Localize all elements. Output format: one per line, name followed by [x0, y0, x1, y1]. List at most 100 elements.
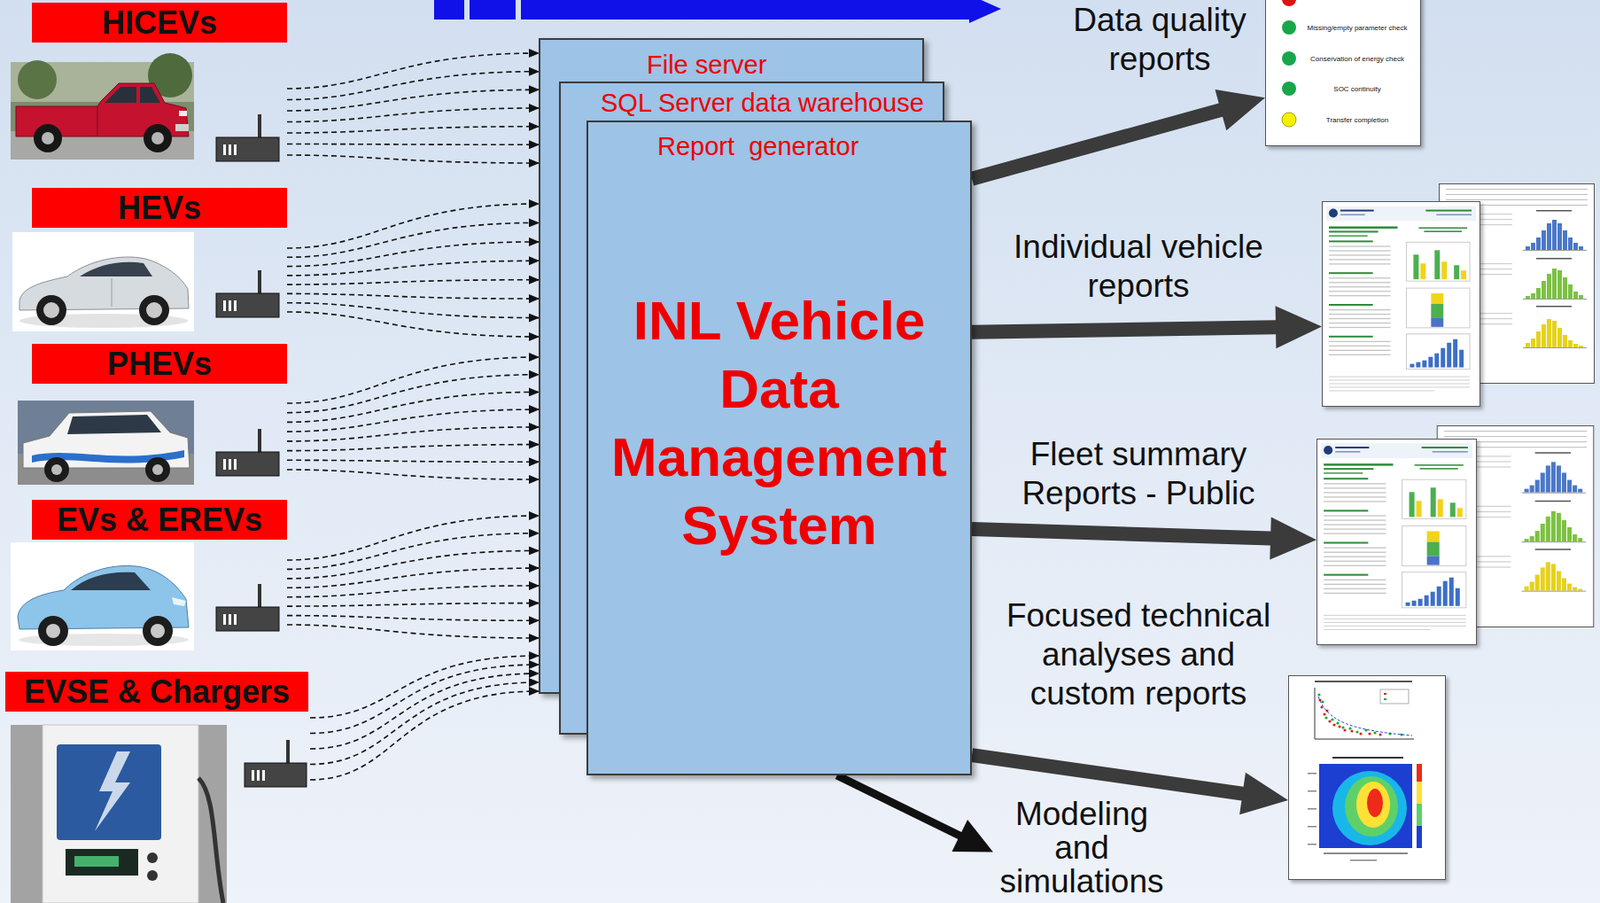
dashed-link-line — [287, 603, 539, 607]
modem-icon — [251, 769, 255, 781]
report-thumbnail: Focused technical analyses and custom re… — [1288, 675, 1446, 880]
dashed-link-line — [287, 71, 539, 101]
category-label: EVs & EREVs — [31, 499, 288, 540]
analysis-page — [1356, 781, 1391, 828]
pickup-photo — [17, 60, 57, 100]
charger-photo — [74, 855, 119, 867]
analysis-page — [1314, 680, 1413, 683]
category-label: HEVs — [31, 187, 288, 228]
dashed-link-line — [287, 585, 539, 598]
timeline-arrow — [469, 0, 516, 20]
analysis-page — [1307, 825, 1317, 828]
modem-icon — [223, 144, 226, 156]
charger-photo — [42, 724, 199, 903]
analysis-page — [1367, 731, 1371, 735]
dashed-link-line — [287, 469, 539, 480]
modem-icon — [228, 458, 232, 470]
charger-photo — [65, 848, 139, 876]
modem-icon — [228, 144, 232, 156]
dashed-link-line — [287, 279, 539, 285]
analysis-page — [1359, 731, 1362, 735]
analysis-page — [1324, 715, 1328, 719]
analysis-page — [1373, 730, 1376, 734]
electric-car-photo — [171, 597, 187, 606]
pickup-photo — [151, 132, 164, 145]
dashed-link-line — [287, 311, 539, 337]
electric-car-photo — [150, 623, 165, 638]
category-label: PHEVs — [31, 343, 288, 384]
output-arrow-shape — [835, 771, 994, 853]
modem-icon — [223, 300, 226, 311]
electric-car-photo — [10, 542, 195, 651]
analysis-page — [1328, 719, 1331, 723]
modem-icon — [216, 583, 280, 631]
analysis-page — [1332, 722, 1336, 726]
analysis-page — [1350, 859, 1377, 862]
check-list — [1265, 0, 1422, 147]
modem-icon — [223, 613, 226, 625]
output-heading: Individual vehicle reports — [996, 227, 1281, 306]
electric-car-photo — [10, 542, 195, 651]
check-list — [1281, 20, 1297, 35]
suv-photo — [145, 457, 171, 482]
charger-photo — [56, 744, 162, 840]
modem-icon — [223, 458, 226, 470]
hybrid-car-photo — [111, 278, 113, 307]
suv-photo — [17, 400, 195, 485]
analysis-page — [1366, 788, 1383, 817]
dashed-link-line — [287, 459, 539, 462]
check-item: Conservation of energy check — [1297, 54, 1417, 65]
modem-icon — [244, 762, 307, 787]
vehicle-group: PHEVs — [10, 343, 288, 486]
hybrid-car-photo — [12, 232, 195, 332]
electric-car-photo — [46, 623, 61, 638]
electric-car-photo — [70, 572, 151, 591]
telemetry-link — [287, 203, 539, 337]
output-arrow — [835, 771, 994, 853]
suv-photo — [152, 464, 164, 475]
modem-icon — [216, 137, 280, 162]
hybrid-car-photo — [146, 302, 163, 319]
vehicle-group: HICEVs — [10, 2, 288, 164]
charger-photo — [147, 869, 158, 881]
telemetry-link — [287, 515, 539, 638]
analysis-page — [1288, 675, 1446, 880]
check-item: Transfer completion — [1297, 115, 1417, 126]
modem-icon — [244, 739, 307, 787]
modem-icon — [216, 114, 280, 162]
timeline-arrow — [434, 0, 1002, 24]
dashed-link-line — [287, 293, 539, 299]
suv-photo — [17, 400, 195, 485]
pickup-photo — [139, 86, 161, 103]
analysis-page — [1344, 776, 1399, 837]
analysis-page — [1341, 725, 1344, 729]
report-page — [1321, 201, 1481, 407]
vehicle-group: EVSE & Chargers — [5, 671, 311, 903]
dashed-link-line — [287, 155, 539, 164]
pickup-photo — [10, 53, 195, 160]
output-heading: Focused technical analyses and custom re… — [1001, 596, 1276, 714]
analysis-page — [1330, 717, 1334, 721]
modem-icon — [216, 451, 280, 476]
vehicle-group: EVs & EREVs — [10, 499, 288, 653]
system-box: Report generatorINL Vehicle Data Managem… — [586, 120, 972, 776]
telemetry-link — [287, 357, 539, 480]
analysis-page — [1355, 730, 1359, 733]
analysis-page — [1307, 843, 1317, 846]
hybrid-car-photo — [36, 295, 67, 326]
output-arrow-shape — [971, 517, 1317, 560]
analysis-page — [1378, 732, 1382, 736]
dashed-link-line — [287, 126, 539, 133]
modem-icon — [257, 270, 262, 295]
analysis-page — [1307, 807, 1317, 810]
analysis-page — [1322, 712, 1326, 715]
dashed-link-line — [287, 515, 539, 560]
analysis-page — [1416, 781, 1422, 804]
dashed-link-line — [310, 691, 539, 780]
output-target: Modeling and simulations — [993, 797, 1171, 899]
dashed-link-line — [287, 222, 539, 257]
analysis-page — [1348, 726, 1352, 730]
pickup-photo — [143, 124, 172, 153]
dashed-link-line — [310, 655, 539, 718]
analysis-page — [1383, 692, 1387, 695]
